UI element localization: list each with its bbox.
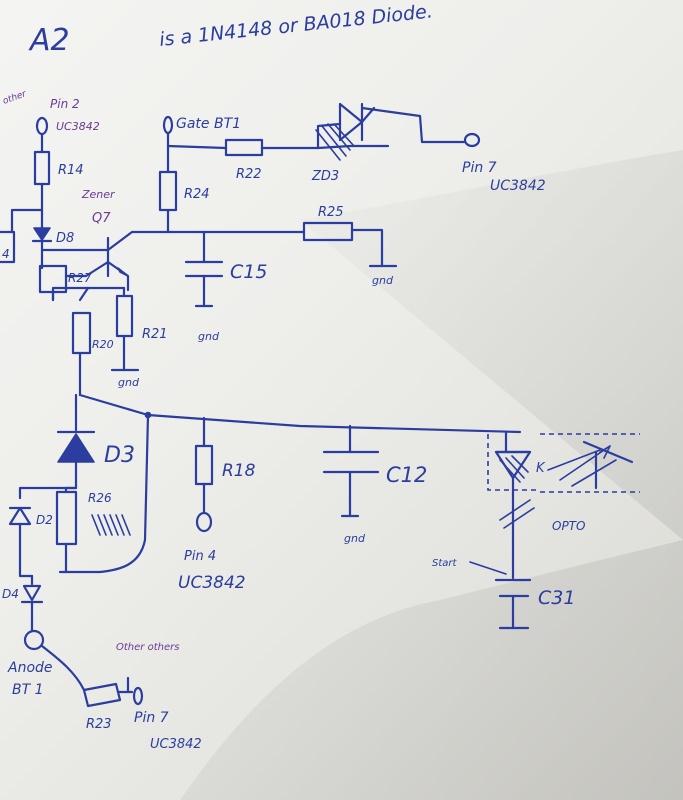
optocoupler-opto — [487, 430, 640, 500]
label-d3: D3 — [104, 443, 135, 468]
label-r21: R21 — [142, 327, 168, 342]
label-r18: R18 — [222, 461, 256, 481]
label-uc3842-pin4: UC3842 — [178, 573, 246, 593]
label-r24: R24 — [184, 187, 210, 202]
capacitor-c12 — [322, 424, 380, 518]
diode-d8 — [31, 208, 53, 264]
label-c12: C12 — [386, 463, 427, 487]
anode-terminal — [23, 629, 45, 651]
resistor-r22 — [224, 138, 320, 157]
wire-d2-top — [18, 486, 78, 500]
header-a2: A2 — [28, 23, 70, 58]
label-anode: Anode — [7, 660, 53, 676]
diode-d3 — [56, 393, 96, 490]
label-zd3: ZD3 — [311, 169, 339, 184]
wire-opto-c31 — [499, 496, 535, 580]
label-pin4: Pin 4 — [184, 549, 216, 564]
capacitor-c15 — [184, 230, 224, 308]
label-c31: C31 — [538, 587, 575, 609]
label-r14-note: other — [2, 89, 29, 107]
label-start: Start — [432, 558, 458, 569]
label-zener-note: Zener — [81, 188, 116, 201]
label-others: Other others — [116, 642, 179, 653]
pin7-bottom-terminal — [126, 686, 144, 706]
label-gnd-r21: gnd — [118, 376, 140, 389]
header-note: is a 1N4148 or BA018 Diode. — [158, 0, 434, 51]
label-opto: OPTO — [552, 519, 585, 533]
label-gnd-r25: gnd — [372, 274, 394, 287]
label-bt1: BT 1 — [12, 682, 44, 698]
resistor-r24 — [158, 144, 178, 234]
pin2-terminal — [35, 116, 49, 154]
label-r14: R14 — [58, 163, 84, 178]
label-r27: R27 — [68, 271, 92, 285]
capacitor-c31 — [494, 578, 532, 630]
label-q7: Q7 — [92, 211, 111, 226]
diode-d4 — [20, 584, 44, 632]
label-pin7-bottom: Pin 7 — [134, 710, 169, 726]
gate-terminal — [162, 115, 174, 148]
label-r23: R23 — [86, 717, 112, 732]
label-uc3842-top: UC3842 — [490, 178, 546, 194]
resistor-r20 — [71, 286, 92, 397]
wire-left-branch — [10, 208, 44, 234]
resistor-r25 — [302, 221, 398, 268]
label-d2: D2 — [36, 513, 53, 527]
resistor-r18 — [194, 416, 214, 533]
resistor-r14 — [33, 150, 51, 212]
label-r22: R22 — [236, 167, 262, 182]
scribble-r26 — [91, 514, 131, 536]
label-d8: D8 — [56, 231, 74, 246]
zener-zd3 — [315, 102, 466, 161]
pin7-top-terminal — [463, 132, 481, 148]
label-pin7-top: Pin 7 — [462, 160, 497, 176]
wire-d3-bypass — [58, 413, 150, 574]
label-r26: R26 — [88, 491, 112, 505]
wire-gate-r22 — [166, 144, 228, 150]
start-pointer — [469, 561, 507, 575]
diode-d2 — [8, 506, 34, 578]
resistor-r23 — [82, 676, 130, 708]
wire-r20-r21-node — [51, 286, 126, 302]
component-left-cut — [0, 230, 16, 264]
label-d4: D4 — [2, 587, 19, 601]
wire-anode-r23 — [40, 644, 86, 692]
label-pin2: Pin 2 — [50, 97, 80, 111]
label-gnd-c12: gnd — [344, 532, 366, 545]
label-uc3842-bottom: UC3842 — [150, 737, 202, 752]
resistor-r26 — [55, 486, 78, 574]
label-left-cut: 4 — [2, 247, 10, 261]
label-r20: R20 — [92, 338, 114, 351]
label-gnd-c15: gnd — [198, 330, 220, 343]
resistor-r21 — [110, 286, 140, 372]
wire-main-bus — [78, 393, 522, 434]
label-r25: R25 — [318, 205, 344, 220]
label-uc3842-pin2: UC3842 — [56, 120, 100, 133]
label-c15: C15 — [230, 261, 267, 283]
transistor-q7 — [64, 230, 174, 292]
label-gate: Gate BT1 — [176, 116, 241, 132]
label-k: K — [536, 461, 546, 476]
